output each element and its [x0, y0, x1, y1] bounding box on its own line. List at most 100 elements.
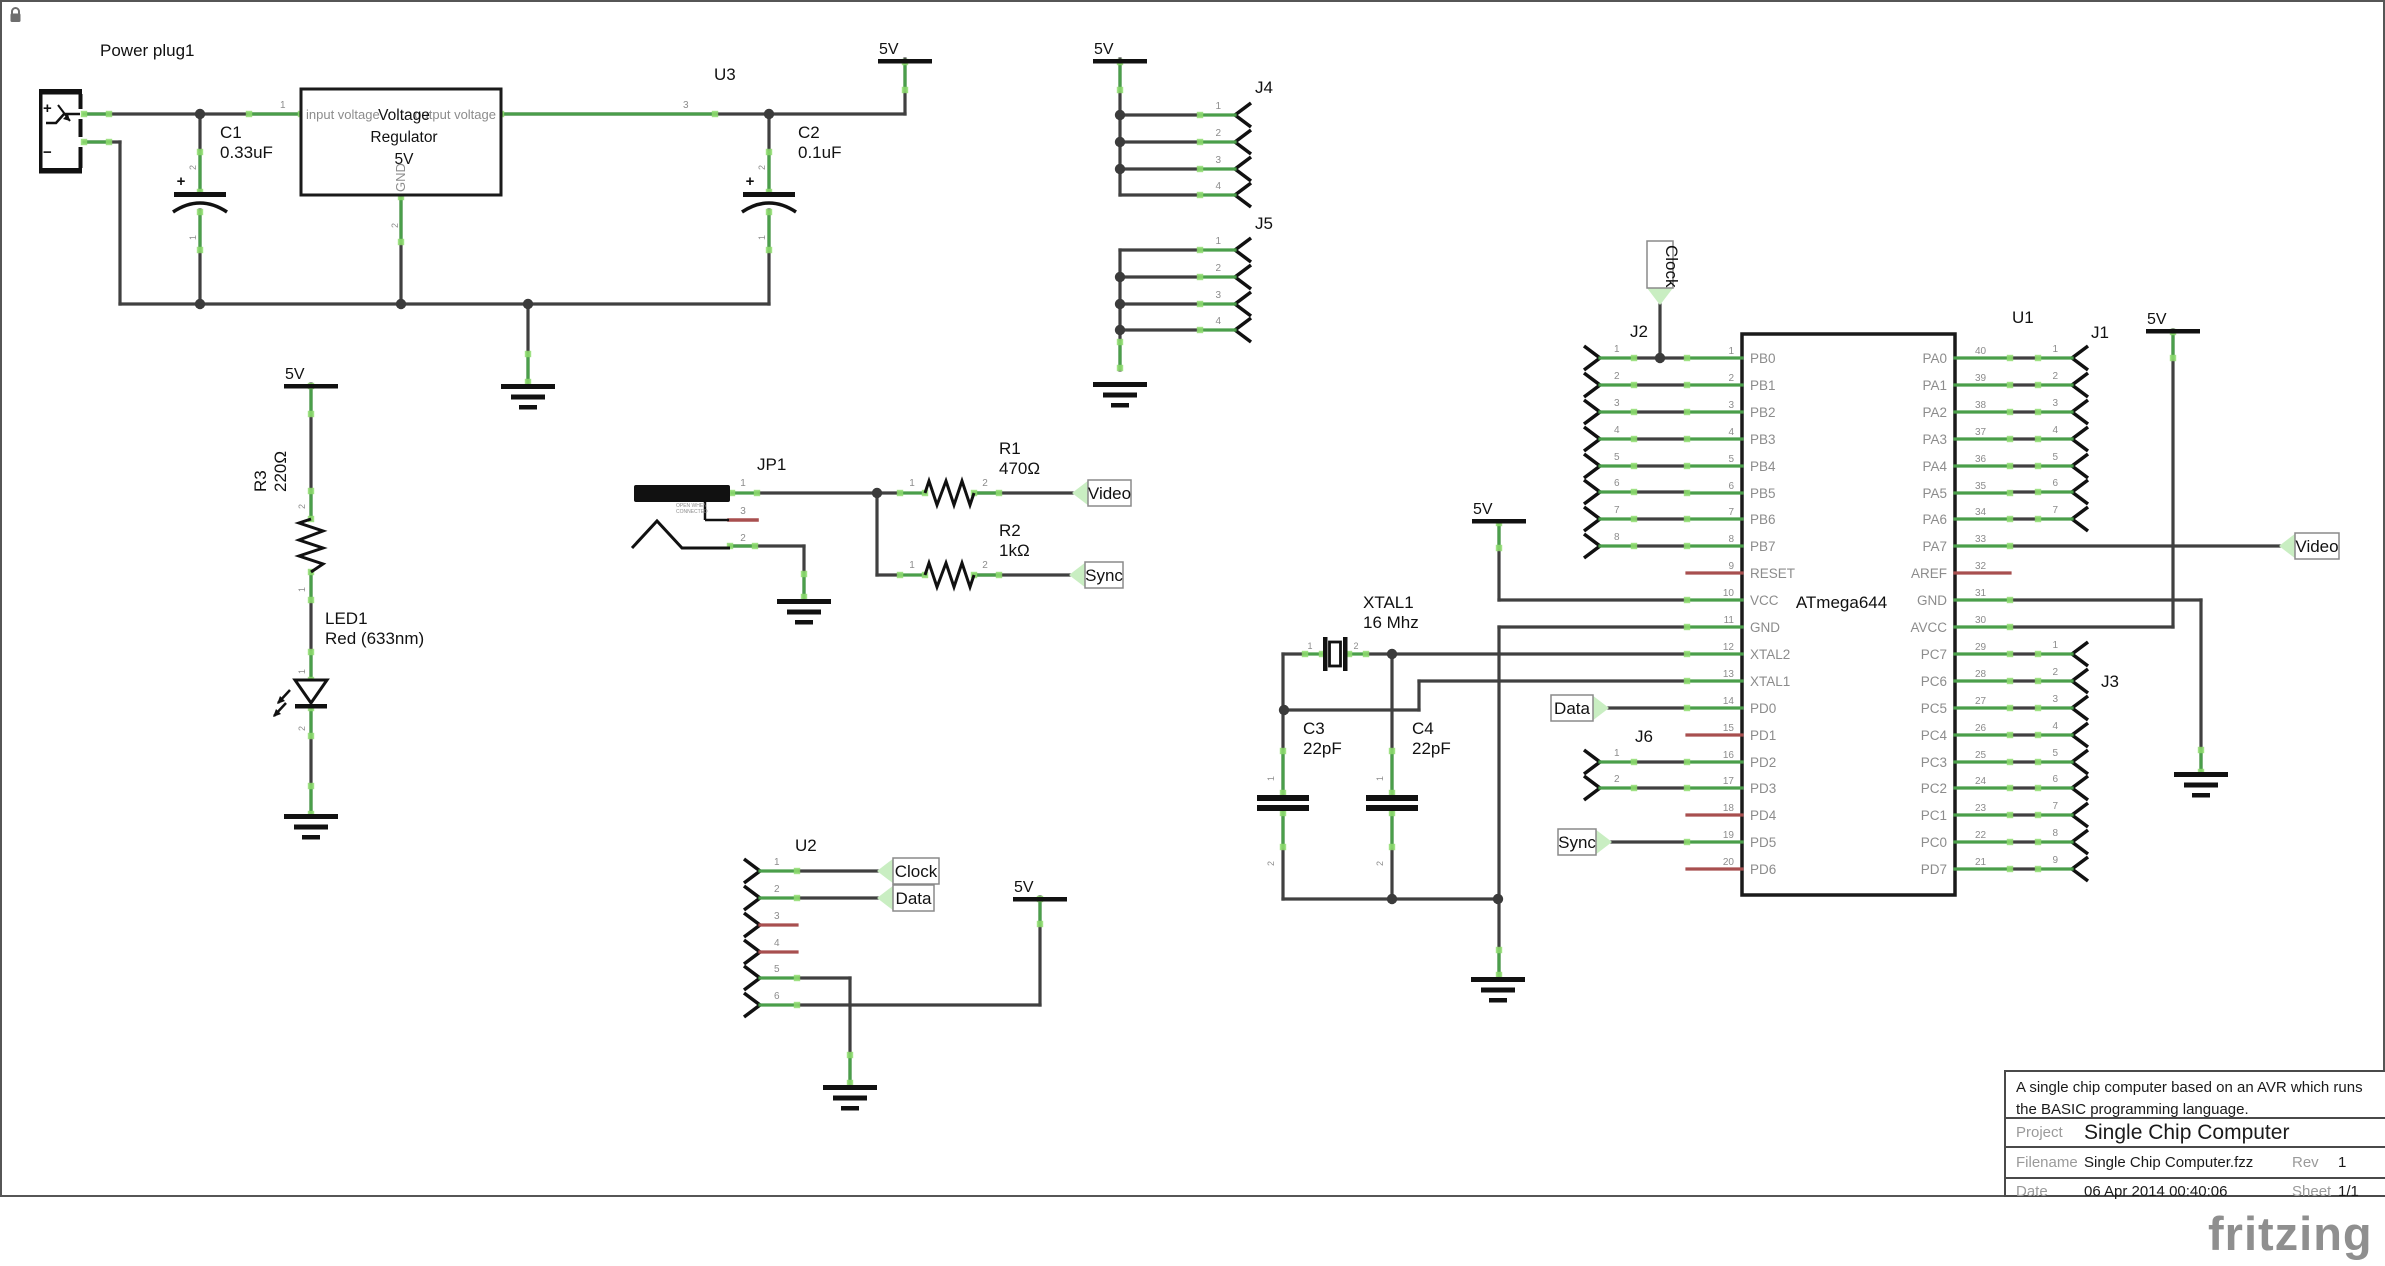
pin-number: 21	[1975, 857, 1987, 868]
title-block-description: A single chip computer based on an AVR w…	[2006, 1072, 2385, 1119]
pin-number: 38	[1975, 400, 1987, 411]
text-label: 1	[280, 100, 286, 111]
pin-terminal	[1683, 838, 1691, 846]
pin-terminal	[2034, 650, 2042, 658]
ground-symbol[interactable]	[501, 384, 555, 410]
ground-symbol[interactable]	[2174, 772, 2228, 798]
junction-dot	[1654, 352, 1666, 364]
pin-number: 1	[1215, 236, 1221, 247]
text-label: 0.1uF	[798, 143, 841, 162]
pin-terminal	[1116, 338, 1124, 346]
pin-number: 6	[1614, 478, 1620, 489]
pin-terminal	[1196, 326, 1204, 334]
pin-name: PB4	[1750, 459, 1776, 474]
lock-icon[interactable]	[7, 5, 25, 25]
pin-terminal	[1196, 191, 1204, 199]
ground-symbol[interactable]	[1093, 382, 1147, 408]
power-symbol-5v[interactable]: 5V	[1013, 879, 1067, 902]
power-plug[interactable]: +−	[39, 89, 83, 174]
title-block-date-row: Date 06 Apr 2014 00:40:06 Sheet 1/1	[2006, 1179, 2385, 1204]
ground-symbol[interactable]	[1471, 977, 1525, 1003]
capacitor-c2[interactable]: +	[741, 173, 797, 214]
junction-dot	[1114, 324, 1126, 336]
capacitor-c4[interactable]	[1366, 795, 1418, 811]
pin-terminal	[1196, 300, 1204, 308]
pin-terminal	[2006, 435, 2014, 443]
pin-terminal	[1630, 488, 1638, 496]
power-symbol-5v[interactable]: 5V	[878, 41, 932, 64]
plus-sign: +	[177, 173, 186, 190]
pin-number: 1	[1614, 748, 1620, 759]
text-label: 2	[188, 165, 198, 170]
power-label: 5V	[1094, 41, 1114, 58]
pin-terminal	[1683, 435, 1691, 443]
power-symbol-5v[interactable]: 5V	[1472, 501, 1526, 524]
net-label-video[interactable]: Video	[2279, 532, 2340, 560]
capacitor-c3[interactable]	[1257, 795, 1309, 811]
pin-terminal	[1683, 758, 1691, 766]
text-label: U3	[714, 65, 736, 84]
pin-terminal	[307, 487, 315, 495]
pin-terminal	[2006, 623, 2014, 631]
power-symbol-5v[interactable]: 5V	[284, 366, 338, 389]
led-led1[interactable]	[273, 678, 330, 717]
pin-terminal	[2034, 677, 2042, 685]
ground-symbol[interactable]	[777, 599, 831, 625]
pin-number: 34	[1975, 507, 1987, 518]
pin-name: PA6	[1922, 512, 1947, 527]
net-label-data[interactable]: Data	[877, 884, 935, 912]
pin-terminal	[524, 350, 532, 358]
junction-dot	[194, 298, 206, 310]
text-label: Red (633nm)	[325, 629, 424, 648]
pin-terminal	[1345, 650, 1353, 658]
ground-symbol[interactable]	[823, 1085, 877, 1111]
power-symbol-5v[interactable]: 5V	[1093, 41, 1147, 64]
audio-jack-jp1[interactable]	[630, 485, 730, 550]
pin-terminal	[307, 782, 315, 790]
pin-terminal	[765, 148, 773, 156]
pin-terminal	[1683, 515, 1691, 523]
net-label-sync[interactable]: Sync	[1557, 828, 1612, 856]
pin-number: 28	[1975, 669, 1987, 680]
resistor-r1[interactable]	[923, 476, 976, 510]
pin-terminal	[1683, 784, 1691, 792]
pin-terminal	[2006, 811, 2014, 819]
pin-terminal	[1388, 809, 1396, 817]
resistor-r3[interactable]	[294, 517, 328, 574]
resistor-r2[interactable]	[923, 558, 976, 592]
sheet-label: Sheet	[2292, 1183, 2332, 1200]
pin-number: 2	[2052, 667, 2058, 678]
pin-terminal	[2034, 462, 2042, 470]
rev-value: 1	[2338, 1154, 2347, 1171]
text-label: CONNECTED	[676, 509, 708, 515]
pin-terminal	[2034, 354, 2042, 362]
pin-terminal	[397, 193, 405, 201]
ground-symbol[interactable]	[284, 814, 338, 840]
power-label: 5V	[879, 41, 899, 58]
pin-terminal	[196, 148, 204, 156]
net-label-sync[interactable]: Sync	[1069, 561, 1124, 589]
text-label: 1	[297, 669, 307, 674]
power-symbol-5v[interactable]: 5V	[2146, 311, 2200, 334]
net-label-video[interactable]: Video	[1072, 479, 1132, 507]
crystal-xtal1[interactable]	[1323, 637, 1348, 671]
title-block[interactable]: A single chip computer based on an AVR w…	[2004, 1070, 2385, 1200]
text-label: R2	[999, 521, 1021, 540]
pin-terminal	[995, 489, 1003, 497]
pin-terminal	[896, 571, 904, 579]
text-label: XTAL1	[1363, 593, 1414, 612]
net-label-clock[interactable]: Clock	[877, 857, 940, 885]
net-label-clock[interactable]: Clock	[1646, 240, 1681, 305]
capacitor-c1[interactable]: +	[172, 173, 228, 214]
net-label-data[interactable]: Data	[1550, 694, 1609, 722]
